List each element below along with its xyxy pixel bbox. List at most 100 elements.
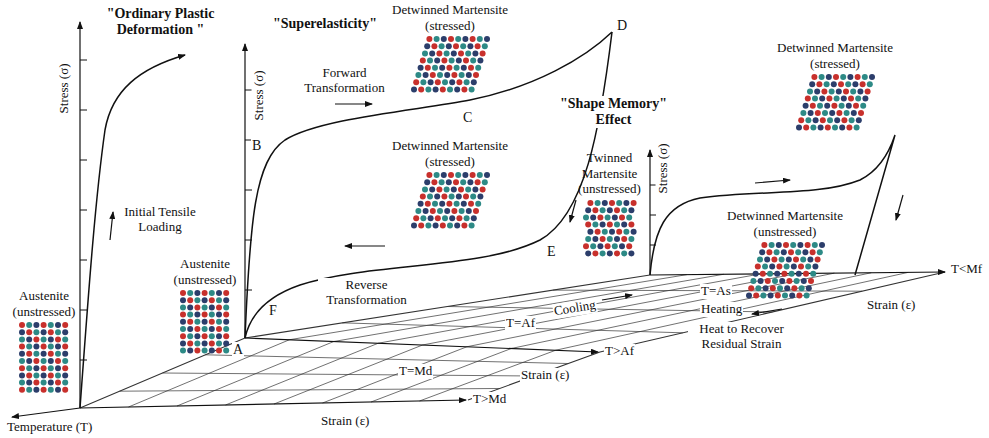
- annotation: Strain (ε): [866, 298, 916, 313]
- atom: [34, 373, 40, 379]
- atom: [587, 229, 593, 235]
- atom: [19, 337, 25, 343]
- atom: [628, 236, 634, 242]
- atom: [592, 250, 598, 256]
- atom: [790, 264, 796, 270]
- atom: [41, 344, 47, 350]
- atom: [195, 297, 201, 303]
- atom: [465, 51, 471, 57]
- atom: [583, 214, 589, 220]
- atom: [583, 243, 589, 249]
- atom: [790, 242, 796, 248]
- atom: [484, 36, 490, 42]
- atom: [209, 326, 215, 332]
- atom: [442, 215, 448, 221]
- atom: [845, 81, 851, 87]
- lattice-illustration: Detwinned Martensite (stressed): [385, 2, 515, 94]
- atom: [754, 264, 760, 270]
- atom: [195, 290, 201, 296]
- atom: [817, 103, 823, 109]
- atom: [427, 215, 433, 221]
- atom: [202, 326, 208, 332]
- atom: [224, 348, 230, 354]
- atom: [798, 264, 804, 270]
- atom: [202, 319, 208, 325]
- atom: [27, 337, 33, 343]
- atom: [590, 243, 596, 249]
- atom: [418, 87, 424, 93]
- atom: [769, 285, 775, 291]
- atom: [852, 81, 858, 87]
- reverse-curve: [245, 32, 612, 338]
- atom: [810, 271, 816, 277]
- atom: [788, 249, 794, 255]
- annotation: T>Af: [604, 344, 635, 359]
- atom: [188, 297, 194, 303]
- atom: [450, 187, 456, 193]
- point-letter: B: [251, 138, 262, 154]
- atom: [433, 36, 439, 42]
- atom: [846, 125, 852, 131]
- atom: [425, 87, 431, 93]
- floor-line: [468, 272, 945, 400]
- atom: [27, 344, 33, 350]
- atom: [832, 125, 838, 131]
- atom: [759, 271, 765, 277]
- atom: [858, 110, 864, 116]
- atom: [469, 36, 475, 42]
- atom: [805, 285, 811, 291]
- atom: [27, 322, 33, 328]
- floor-line: [80, 275, 650, 408]
- atom: [614, 250, 620, 256]
- atom: [475, 201, 481, 207]
- atom: [188, 312, 194, 318]
- atom: [195, 348, 201, 354]
- atom: [752, 271, 758, 277]
- atom: [456, 79, 462, 85]
- stress-axis: [79, 22, 80, 408]
- atom: [607, 250, 613, 256]
- atom: [753, 293, 759, 299]
- atom: [782, 293, 788, 299]
- atom: [426, 172, 432, 178]
- atom: [415, 208, 421, 214]
- atom: [621, 221, 627, 227]
- unloading-arrow: [570, 200, 576, 222]
- atom: [592, 221, 598, 227]
- atom: [614, 207, 620, 213]
- atom: [590, 214, 596, 220]
- atom: [202, 305, 208, 311]
- atom: [422, 187, 428, 193]
- atom: [850, 89, 856, 95]
- atom: [34, 344, 40, 350]
- atom: [420, 79, 426, 85]
- forward-curve: [245, 32, 612, 338]
- atom: [818, 74, 824, 80]
- atom: [810, 125, 816, 131]
- atom: [798, 285, 804, 291]
- atom: [34, 322, 40, 328]
- atom: [48, 322, 54, 328]
- atom: [585, 236, 591, 242]
- atom: [766, 249, 772, 255]
- atom: [434, 58, 440, 64]
- atom: [812, 264, 818, 270]
- atom: [788, 271, 794, 277]
- atom: [41, 337, 47, 343]
- atom: [809, 103, 815, 109]
- annotation: Stress (σ): [57, 62, 72, 114]
- annotation: Reverse Transformation: [318, 278, 415, 308]
- atom: [180, 348, 186, 354]
- annotation: T=As: [700, 284, 732, 299]
- atom: [441, 58, 447, 64]
- atom: [436, 51, 442, 57]
- atom: [224, 333, 230, 339]
- atom: [602, 229, 608, 235]
- atom: [55, 387, 61, 393]
- atom: [796, 125, 802, 131]
- atom: [27, 387, 33, 393]
- atom: [775, 242, 781, 248]
- atom: [793, 278, 799, 284]
- atom: [465, 208, 471, 214]
- atom: [455, 36, 461, 42]
